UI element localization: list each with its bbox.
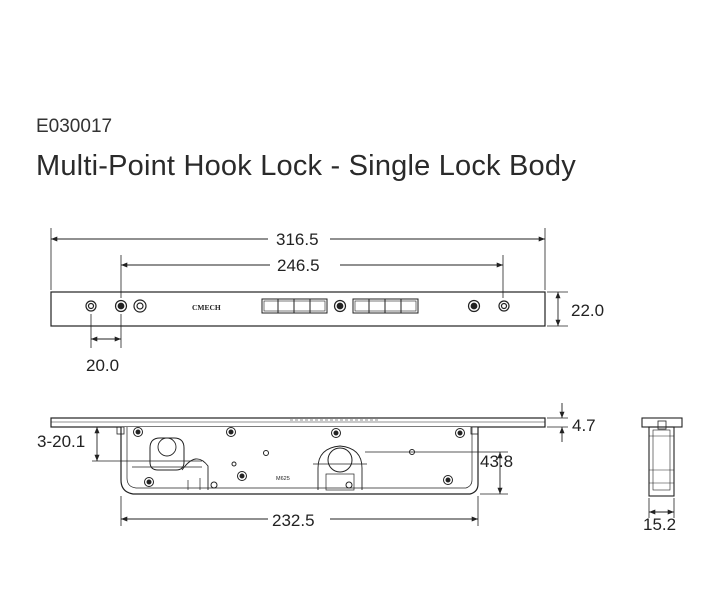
dim-overall-length: 316.5	[276, 230, 319, 249]
faceplate-slots	[261, 298, 419, 314]
dim-faceplate-height: 22.0	[571, 301, 604, 320]
dim-hole-spacing: 246.5	[277, 256, 320, 275]
case-mark: M625	[276, 476, 290, 482]
faceplate-front-view	[50, 228, 568, 348]
lock-body-holes	[133, 427, 465, 489]
dimension-lines-front	[51, 236, 561, 342]
dim-body-length: 232.5	[272, 511, 315, 530]
brand-mark: CMECH	[192, 303, 221, 312]
product-code: E030017	[36, 116, 113, 137]
dimension-lines-side	[92, 403, 568, 526]
dim-faceplate-thickness: 4.7	[572, 416, 596, 435]
dim-hook-spec: 3-20.1	[37, 432, 85, 451]
lock-body-end-view	[641, 417, 683, 518]
lock-body-side-view	[50, 417, 546, 495]
faceplate-holes	[85, 299, 510, 313]
dim-hole-offset: 20.0	[86, 356, 119, 375]
dim-body-depth: 43.8	[480, 452, 513, 471]
product-title: Multi-Point Hook Lock - Single Lock Body	[36, 150, 576, 182]
dim-body-thickness: 15.2	[643, 515, 676, 534]
